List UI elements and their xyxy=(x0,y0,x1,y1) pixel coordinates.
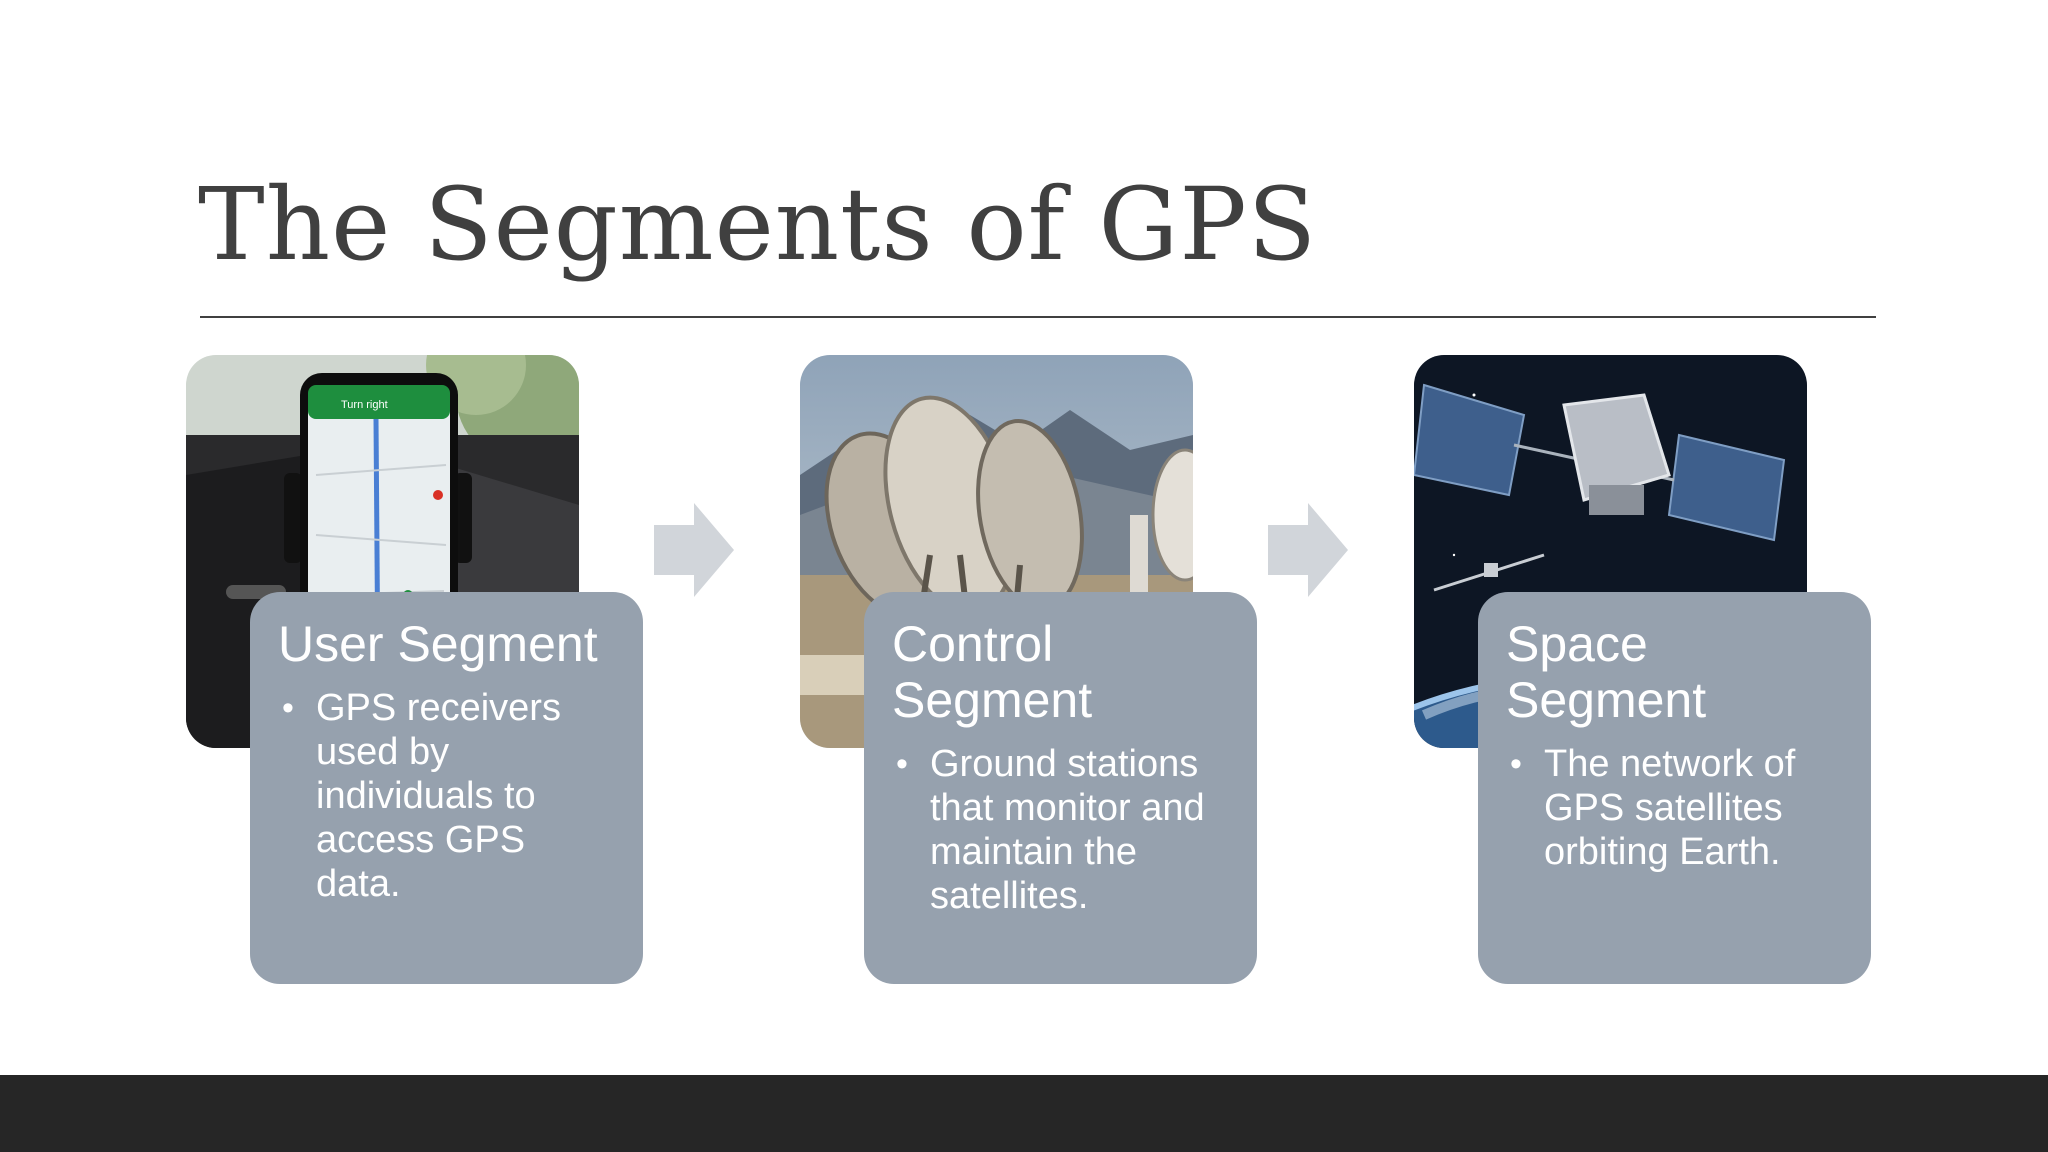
space-segment-card: Space Segment • The network of GPS satel… xyxy=(1478,592,1871,984)
footer-bar xyxy=(0,1075,2048,1152)
control-segment-description: Ground stations that monitor and maintai… xyxy=(930,743,1205,917)
control-segment-card: Control Segment • Ground stations that m… xyxy=(864,592,1257,984)
bullet-icon: • xyxy=(1510,745,1522,783)
user-segment-bullets: • GPS receivers used by individuals to a… xyxy=(278,686,617,906)
user-segment-heading: User Segment xyxy=(278,616,598,672)
bullet-icon: • xyxy=(896,745,908,783)
space-segment-heading: Space Segment xyxy=(1506,616,1707,728)
list-item: • GPS receivers used by individuals to a… xyxy=(278,686,617,906)
control-segment-bullets: • Ground stations that monitor and maint… xyxy=(892,742,1231,918)
control-segment-heading: Control Segment xyxy=(892,616,1093,728)
arrow-right-icon xyxy=(654,503,734,597)
phone-banner-text: Turn right xyxy=(341,399,388,411)
slide-title: The Segments of GPS xyxy=(198,166,1318,283)
list-item: • The network of GPS satellites orbiting… xyxy=(1506,742,1845,874)
space-segment-bullets: • The network of GPS satellites orbiting… xyxy=(1506,742,1845,874)
space-segment-description: The network of GPS satellites orbiting E… xyxy=(1544,743,1796,873)
list-item: • Ground stations that monitor and maint… xyxy=(892,742,1231,918)
bullet-icon: • xyxy=(282,689,294,727)
user-segment-description: GPS receivers used by individuals to acc… xyxy=(316,687,561,905)
user-segment-card: User Segment • GPS receivers used by ind… xyxy=(250,592,643,984)
title-divider xyxy=(200,316,1876,318)
arrow-right-icon xyxy=(1268,503,1348,597)
